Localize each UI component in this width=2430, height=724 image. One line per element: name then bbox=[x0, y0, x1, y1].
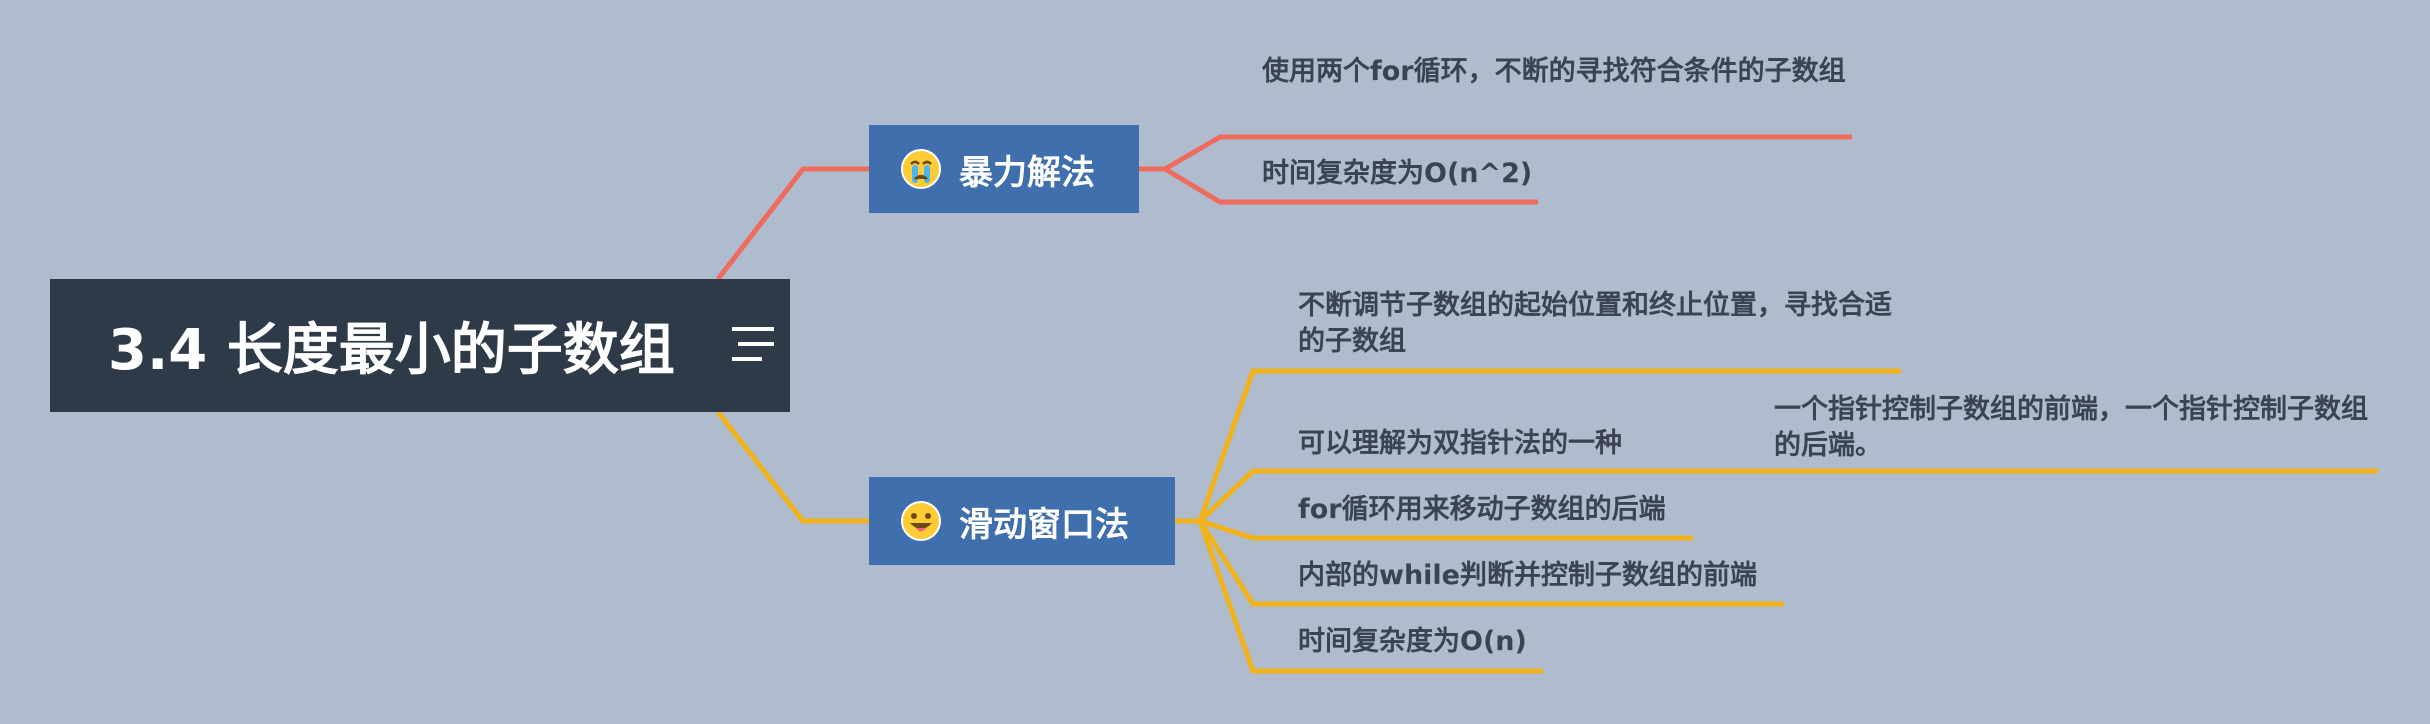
leaf-sliding-window-4[interactable]: 内部的while判断并控制子数组的前端 bbox=[1298, 560, 1757, 591]
leaf-brute-force-1[interactable]: 使用两个for循环，不断的寻找符合条件的子数组 bbox=[1262, 56, 1846, 87]
topic-sliding-window-label: 滑动窗口法 bbox=[959, 504, 1129, 545]
connector-branch2-leaf2 bbox=[1198, 468, 2378, 523]
crying-face-emoji-icon bbox=[901, 149, 941, 189]
leaf-sliding-window-3[interactable]: for循环用来移动子数组的后端 bbox=[1298, 494, 1666, 525]
connector-branch1-leaf1 bbox=[1139, 134, 1852, 172]
connector-branch2-leaf3 bbox=[1199, 518, 1693, 541]
notes-icon[interactable] bbox=[730, 325, 776, 363]
leaf-brute-force-2[interactable]: 时间复杂度为O(n^2) bbox=[1262, 158, 1533, 189]
connector-branch1-leaf2 bbox=[1163, 166, 1538, 205]
root-topic[interactable]: 3.4 长度最小的子数组 bbox=[50, 279, 790, 412]
connector-root-branch2 bbox=[716, 410, 869, 524]
root-title: 3.4 长度最小的子数组 bbox=[108, 318, 675, 383]
connector-branch2-leaf4 bbox=[1197, 519, 1784, 607]
topic-brute-force-label: 暴力解法 bbox=[959, 152, 1095, 193]
connector-branch2-leaf5 bbox=[1197, 520, 1543, 674]
smiling-tongue-face-emoji-icon bbox=[901, 501, 941, 541]
leaf-sliding-window-2-sub[interactable]: 一个指针控制子数组的前端，一个指针控制子数组的后端。 bbox=[1774, 394, 2368, 461]
connector-root-branch1 bbox=[716, 166, 869, 281]
leaf-sliding-window-1[interactable]: 不断调节子数组的起始位置和终止位置，寻找合适的子数组 bbox=[1298, 290, 1892, 357]
topic-brute-force[interactable]: 暴力解法 bbox=[869, 125, 1139, 213]
connector-branch2-leaf1 bbox=[1175, 368, 1901, 524]
leaf-sliding-window-5[interactable]: 时间复杂度为O(n) bbox=[1298, 626, 1527, 657]
topic-sliding-window[interactable]: 滑动窗口法 bbox=[869, 477, 1175, 565]
leaf-sliding-window-2[interactable]: 可以理解为双指针法的一种 bbox=[1298, 428, 1622, 459]
